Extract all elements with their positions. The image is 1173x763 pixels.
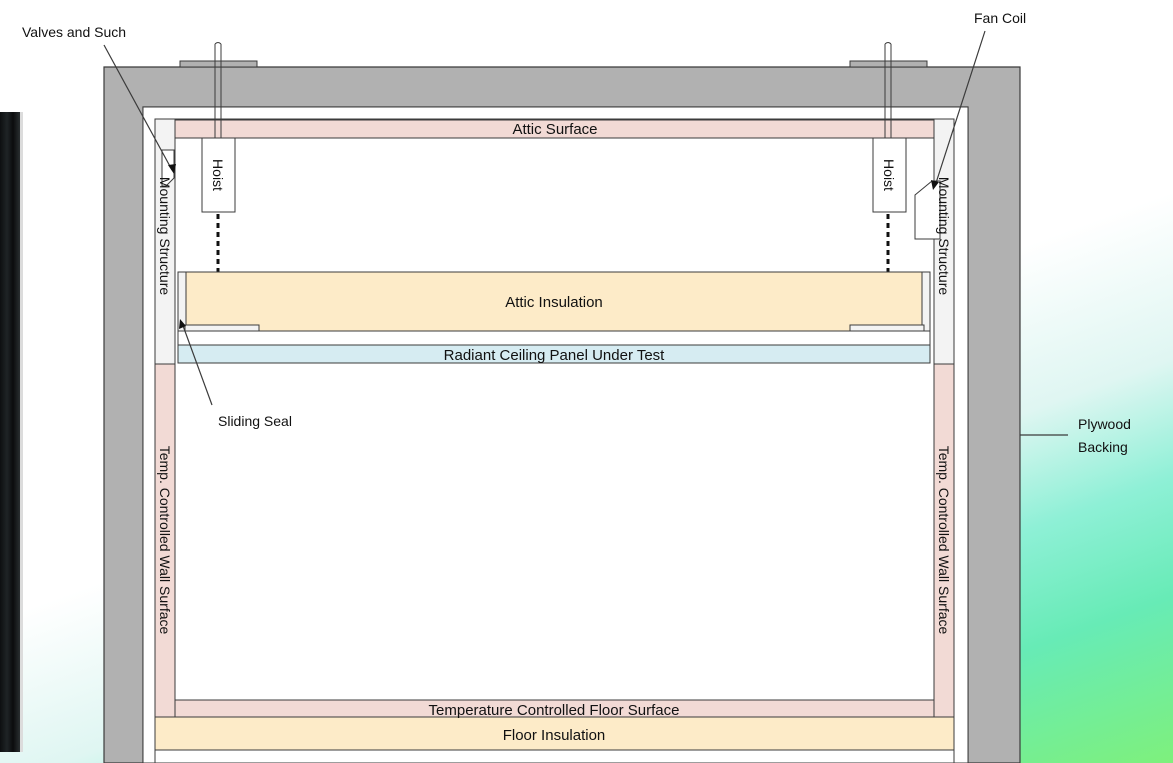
label-radiant-panel: Radiant Ceiling Panel Under Test <box>444 347 666 364</box>
label-attic-insulation: Attic Insulation <box>505 294 603 311</box>
label-mounting-right: Mounting Structure <box>936 177 952 295</box>
label-hoist-right: Hoist <box>881 159 897 191</box>
hoist-plate-left <box>185 325 259 331</box>
label-wall-right: Temp. Controlled Wall Surface <box>936 446 952 635</box>
label-plywood-1: Plywood <box>1078 416 1131 432</box>
hoist-bracket-left <box>180 61 257 67</box>
hoist-rod-left-cap <box>215 43 221 45</box>
sliding-seal-right <box>922 272 930 331</box>
label-plywood-2: Backing <box>1078 439 1128 455</box>
label-mounting-left: Mounting Structure <box>157 177 173 295</box>
hoist-plate-right <box>850 325 924 331</box>
panel-backing <box>178 331 930 345</box>
label-fan-coil: Fan Coil <box>974 10 1026 26</box>
label-valves: Valves and Such <box>22 24 126 40</box>
hoist-rod-right-cap <box>885 43 891 45</box>
hoist-bracket-right <box>850 61 927 67</box>
label-floor-surface: Temperature Controlled Floor Surface <box>429 702 680 719</box>
label-wall-left: Temp. Controlled Wall Surface <box>157 446 173 635</box>
chamber-interior <box>143 107 968 763</box>
label-floor-insulation: Floor Insulation <box>503 727 606 744</box>
label-attic-surface: Attic Surface <box>512 121 597 138</box>
label-hoist-left: Hoist <box>210 159 226 191</box>
label-sliding-seal: Sliding Seal <box>218 413 292 429</box>
floor-base <box>155 750 954 763</box>
